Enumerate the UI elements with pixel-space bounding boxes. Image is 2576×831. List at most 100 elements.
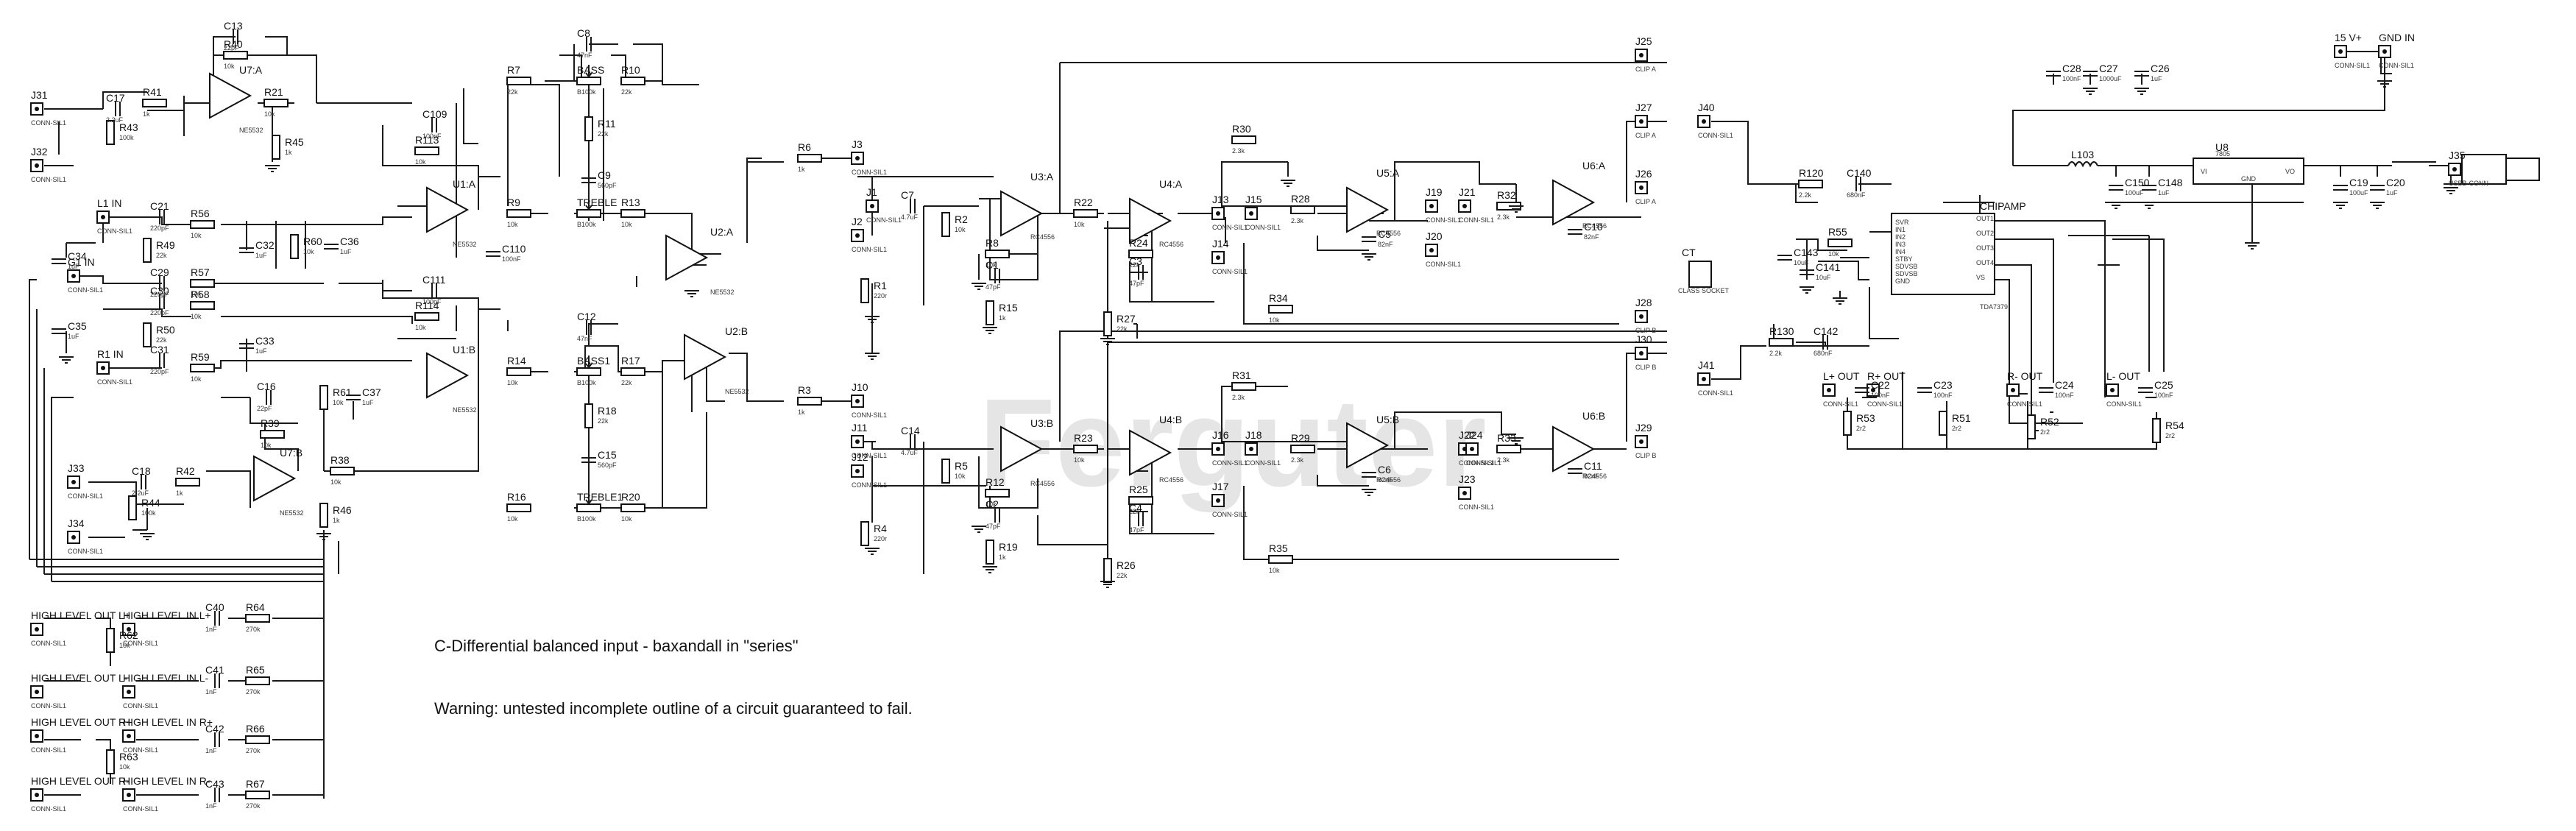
connector-ref: J20 bbox=[1426, 230, 1443, 242]
part-value: 82nF bbox=[1584, 233, 1599, 241]
part-value: 2.3k bbox=[1291, 217, 1304, 224]
part-ref: R55 bbox=[1828, 226, 1847, 238]
connector-value: CONN-SIL1 bbox=[1212, 459, 1248, 467]
part-value: 22pF bbox=[224, 44, 239, 52]
part-value: 47pF bbox=[1129, 280, 1144, 287]
connector-ref: L+ OUT bbox=[1823, 370, 1860, 382]
part-value: 10k bbox=[224, 63, 235, 70]
connector-pin bbox=[71, 535, 76, 540]
part-l103 bbox=[2067, 161, 2098, 168]
connector-value: CONN-SIL1 bbox=[1698, 132, 1733, 139]
part-c141 bbox=[1800, 269, 1814, 275]
part-ref: R33 bbox=[1497, 432, 1516, 444]
part-c11 bbox=[1568, 468, 1582, 474]
part-c36 bbox=[324, 244, 339, 250]
connector-pin bbox=[2338, 49, 2343, 54]
ground-symbol bbox=[983, 566, 997, 573]
part-c17 bbox=[115, 102, 121, 116]
regulator-ic bbox=[2193, 158, 2304, 185]
part-value: 2.3k bbox=[1291, 456, 1304, 464]
part-ref: R130 bbox=[1769, 325, 1794, 337]
part-ref: R57 bbox=[191, 266, 210, 278]
part-c12 bbox=[586, 320, 592, 335]
connector-ref: HIGH LEVEL OUT R- bbox=[31, 775, 130, 787]
part-ref: C19 bbox=[2349, 177, 2368, 188]
part-value: 2.2k bbox=[1799, 191, 1812, 199]
part-value: 1uF bbox=[2386, 189, 2398, 197]
connector-value: CONN-SIL1 bbox=[1459, 459, 1494, 467]
opamp-value: RC4556 bbox=[1376, 476, 1401, 484]
part-ref: R12 bbox=[986, 476, 1005, 488]
ground-symbol bbox=[2109, 202, 2123, 209]
connector-ref: J41 bbox=[1698, 359, 1715, 371]
connector-pin bbox=[1639, 119, 1643, 124]
part-value: 10k bbox=[955, 473, 966, 480]
part-ref: R27 bbox=[1117, 313, 1136, 325]
opamp-value: RC4556 bbox=[1159, 241, 1183, 248]
ground-symbol bbox=[2377, 80, 2392, 88]
part-ref: R66 bbox=[246, 723, 265, 735]
part-value: 2.3k bbox=[1232, 147, 1245, 155]
part-c42 bbox=[214, 732, 220, 747]
connector-ref: HIGH LEVEL OUT L+ bbox=[31, 609, 130, 621]
part-value: 2.3k bbox=[1497, 213, 1510, 221]
part-c142 bbox=[1822, 335, 1828, 350]
part-value: 10k bbox=[191, 232, 202, 239]
part-value: 1k bbox=[176, 489, 183, 497]
connector-pin bbox=[127, 690, 131, 694]
chipamp-pin-label: IN1 bbox=[1895, 226, 1906, 233]
connector-value: CONN-SIL1 bbox=[1823, 400, 1858, 408]
part-value: 220r bbox=[874, 292, 887, 300]
part-value: 100nF bbox=[502, 255, 521, 263]
part-c10 bbox=[1568, 229, 1582, 235]
regulator-label: U8 bbox=[2215, 141, 2229, 153]
part-ref: C25 bbox=[2154, 379, 2173, 391]
part-value: 22k bbox=[1129, 508, 1140, 515]
part-value: 4.7uF bbox=[901, 213, 919, 221]
connector-pin bbox=[35, 163, 39, 168]
wiper-arrow bbox=[585, 197, 592, 211]
connector-pin bbox=[1249, 211, 1253, 216]
connector-ref: J14 bbox=[1212, 238, 1229, 250]
part-value: 47nF bbox=[577, 335, 592, 342]
part-ref: C20 bbox=[2386, 177, 2405, 188]
part-ref: R42 bbox=[176, 465, 195, 477]
part-ref: R60 bbox=[303, 236, 322, 247]
connector-pin bbox=[1462, 204, 1467, 208]
connector-ref: HIGH LEVEL IN L- bbox=[123, 672, 209, 684]
ground-symbol bbox=[2245, 242, 2260, 250]
opamp-ref: U5:A bbox=[1376, 167, 1400, 179]
part-r13 bbox=[620, 209, 645, 218]
part-ref: TREBLE bbox=[577, 197, 617, 208]
part-value: 2.3k bbox=[1232, 394, 1245, 401]
chipamp-pin-label: IN2 bbox=[1895, 233, 1906, 241]
connector-value: CONN-SIL1 bbox=[1867, 400, 1903, 408]
connector-ref: G1 IN bbox=[68, 256, 95, 268]
connector-ref: HIGH LEVEL IN R+ bbox=[123, 716, 213, 728]
connector-value: CLIP B bbox=[1635, 327, 1656, 334]
part-ref: C24 bbox=[2055, 379, 2074, 391]
part-c16 bbox=[266, 390, 272, 405]
part-c23 bbox=[1917, 387, 1932, 393]
connector-ref: J16 bbox=[1212, 429, 1229, 441]
part-r55 bbox=[1827, 238, 1853, 247]
part-value: 10k bbox=[1828, 250, 1839, 258]
part-c15 bbox=[581, 457, 596, 463]
part-ref: R20 bbox=[621, 491, 640, 503]
connector-value: CONN-SIL1 bbox=[123, 746, 158, 754]
connector-value: CONN-SIL1 bbox=[123, 640, 158, 647]
part-c26 bbox=[2134, 71, 2149, 77]
part-r29 bbox=[1290, 445, 1315, 453]
part-r26 bbox=[1103, 558, 1112, 583]
part-ref: C142 bbox=[1814, 325, 1839, 337]
part-ref: C6 bbox=[1378, 464, 1391, 475]
chipamp-value: TDA7379 bbox=[1980, 303, 2008, 311]
opamp-u4b bbox=[1129, 429, 1172, 476]
part-c29 bbox=[159, 276, 165, 291]
part-value: 220r bbox=[874, 535, 887, 542]
components bbox=[209, 72, 2540, 502]
chipamp-ic bbox=[1891, 213, 1995, 295]
part-ref: C3 bbox=[1129, 255, 1142, 267]
part-value: 82nF bbox=[1378, 241, 1393, 248]
